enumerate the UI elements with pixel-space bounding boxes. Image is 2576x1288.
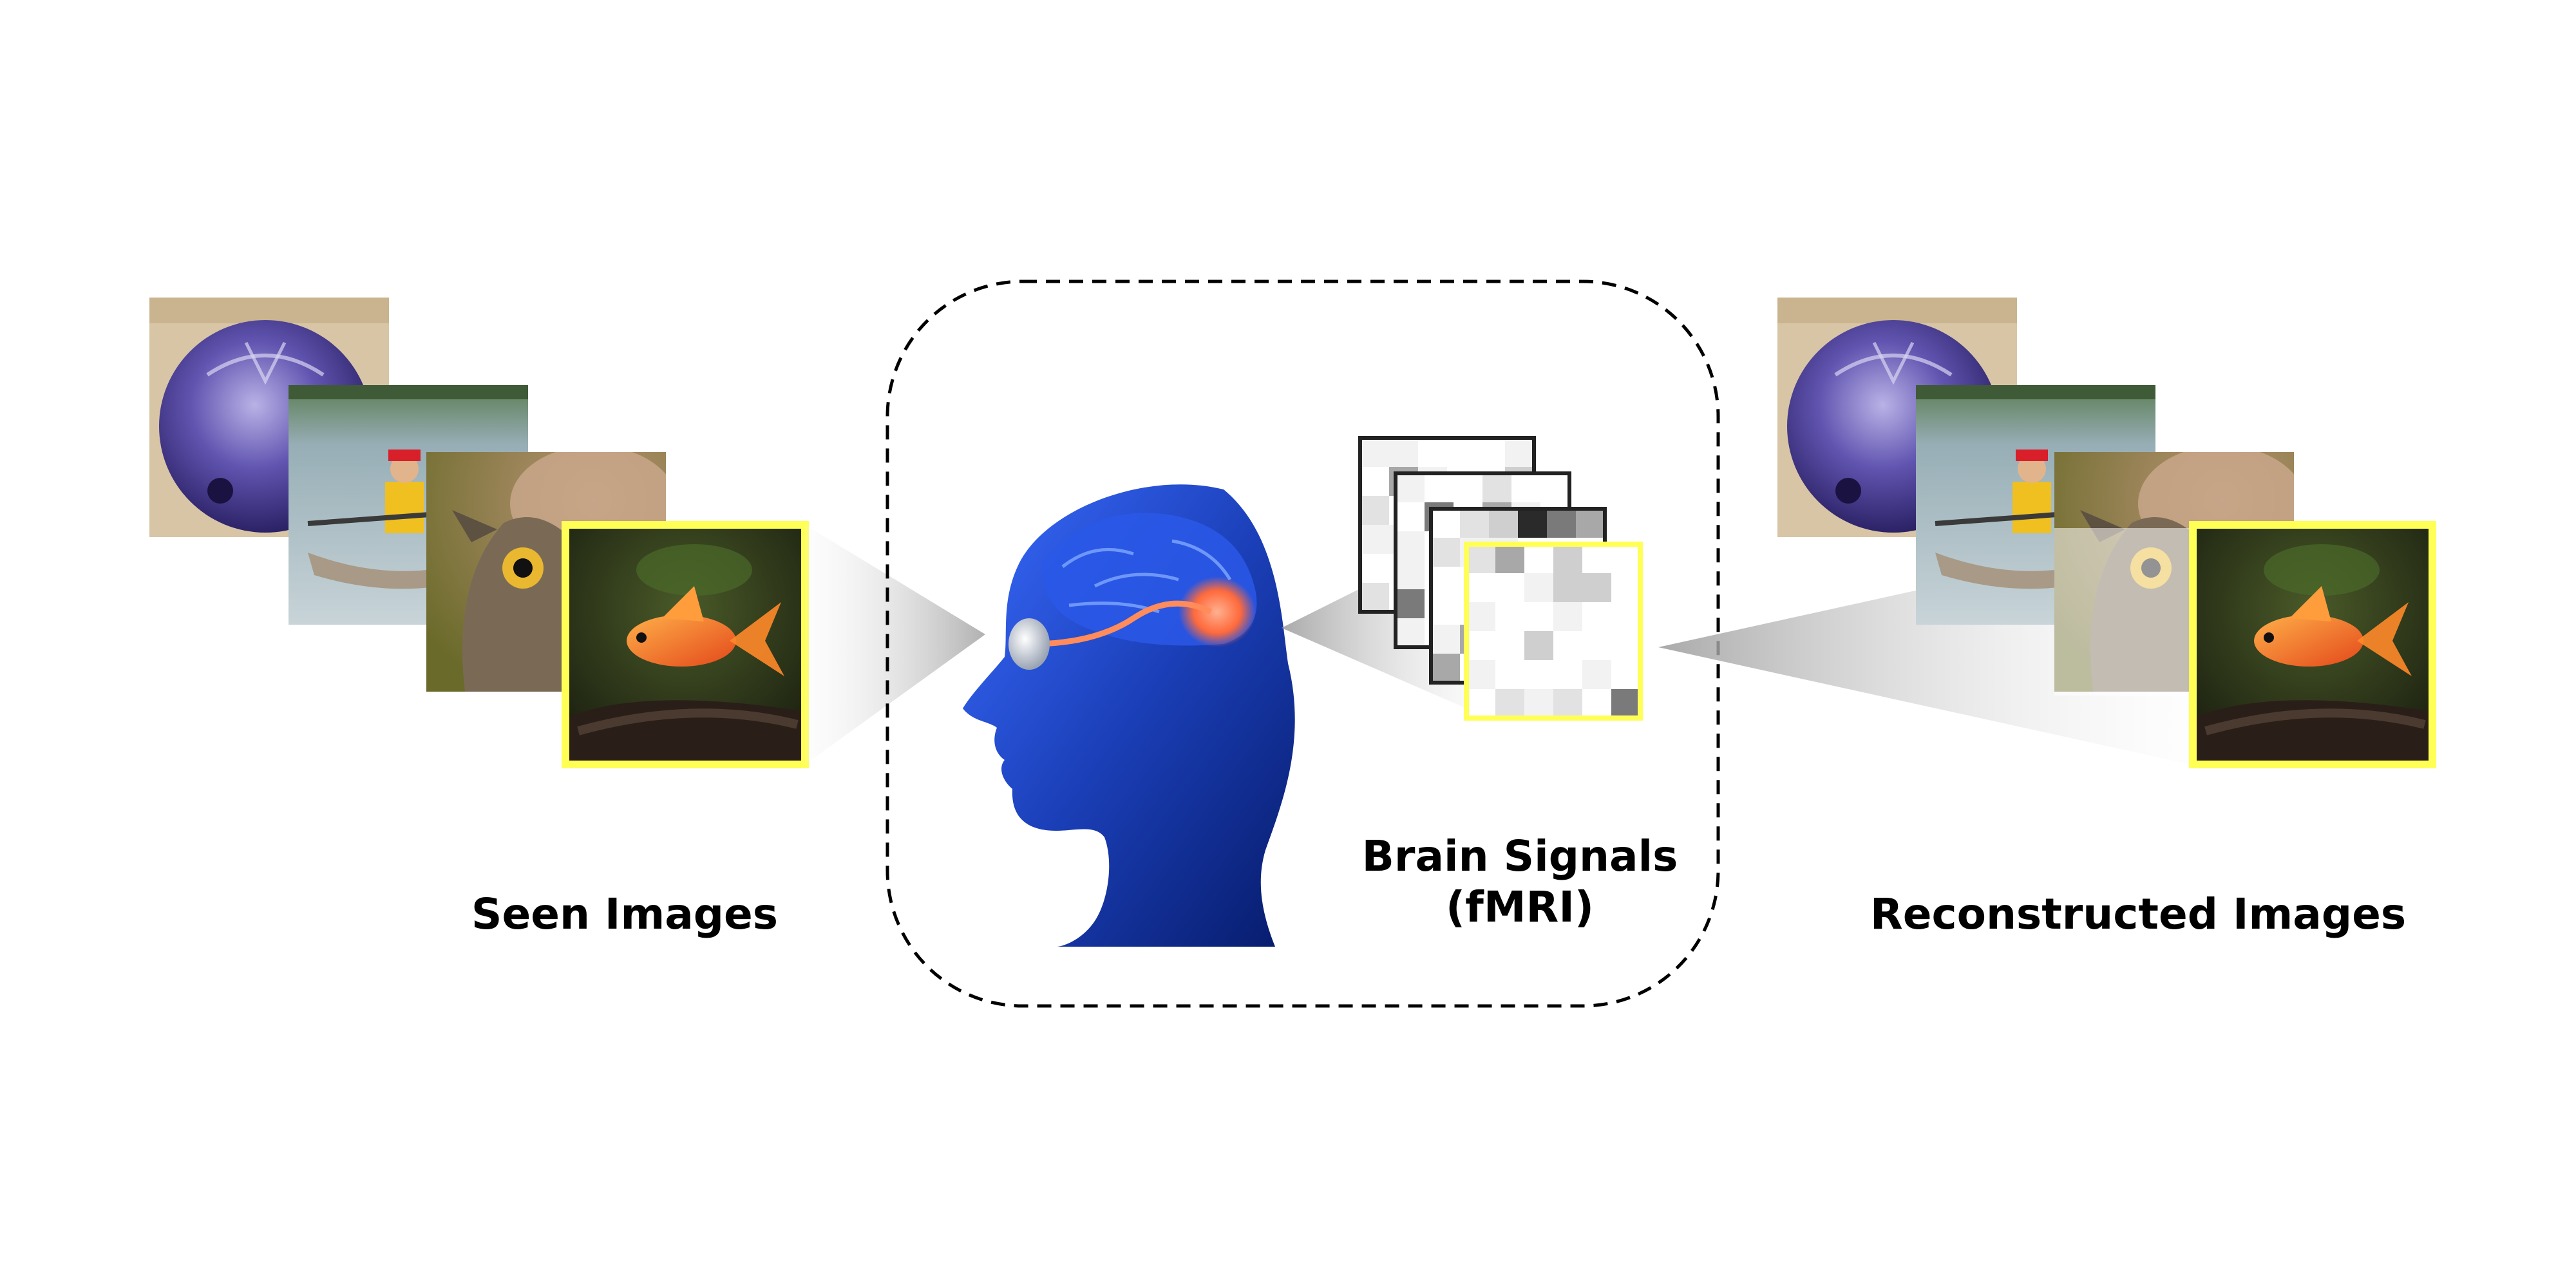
- fmri-voxel: [1495, 631, 1524, 660]
- fmri-voxel: [1389, 438, 1418, 467]
- fmri-voxel: [1611, 544, 1640, 573]
- fmri-voxel: [1495, 689, 1524, 718]
- fmri-voxel: [1431, 654, 1460, 683]
- fmri-voxel: [1511, 473, 1540, 502]
- fmri-voxel: [1553, 573, 1582, 602]
- fmri-voxel: [1582, 544, 1611, 573]
- fmri-voxel: [1360, 496, 1389, 525]
- eye-icon: [1009, 618, 1050, 670]
- reconstructed-image-goldfish-highlighted: [2189, 521, 2436, 768]
- fmri-voxel: [1431, 538, 1460, 567]
- fmri-voxel: [1553, 689, 1582, 718]
- fmri-voxel: [1418, 438, 1447, 467]
- fmri-voxel: [1582, 631, 1611, 660]
- fmri-voxel: [1582, 573, 1611, 602]
- fmri-voxel: [1505, 438, 1534, 467]
- fmri-voxel: [1396, 473, 1425, 502]
- brain-signals-label-line2: (fMRI): [1445, 882, 1595, 933]
- fmri-voxel: [1431, 596, 1460, 625]
- fmri-voxel: [1540, 473, 1569, 502]
- highlight-border: [2189, 521, 2436, 768]
- fmri-voxel: [1396, 531, 1425, 560]
- fmri-voxel: [1396, 502, 1425, 531]
- fmri-voxel: [1396, 618, 1425, 647]
- fmri-voxel: [1466, 544, 1495, 573]
- fmri-voxel: [1524, 544, 1553, 573]
- fmri-voxel: [1524, 689, 1553, 718]
- brain-signals-label: Brain Signals (fMRI): [1327, 831, 1713, 933]
- fmri-voxel: [1524, 573, 1553, 602]
- brain-signals-label-line1: Brain Signals: [1361, 831, 1678, 881]
- fmri-voxel: [1576, 509, 1605, 538]
- fmri-voxel: [1460, 509, 1489, 538]
- fmri-voxel: [1582, 689, 1611, 718]
- fmri-voxel: [1454, 473, 1482, 502]
- reconstructed-images-label: Reconstructed Images: [1870, 889, 2407, 939]
- seen-image-goldfish-highlighted: [562, 521, 809, 768]
- seen-images-stack: [149, 298, 809, 768]
- fmri-voxel: [1360, 467, 1389, 496]
- fmri-voxel: [1582, 660, 1611, 689]
- fmri-voxel: [1495, 573, 1524, 602]
- fmri-voxel: [1360, 525, 1389, 554]
- seen-images-label: Seen Images: [471, 889, 779, 939]
- fmri-voxel: [1396, 589, 1425, 618]
- fmri-voxel: [1489, 509, 1518, 538]
- fmri-voxel: [1431, 509, 1460, 538]
- fmri-voxel: [1466, 689, 1495, 718]
- fmri-voxel: [1495, 660, 1524, 689]
- visual-cortex-glow: [1179, 576, 1256, 647]
- fmri-voxel: [1495, 602, 1524, 631]
- fmri-voxel: [1431, 625, 1460, 654]
- fmri-voxel: [1582, 602, 1611, 631]
- fmri-voxel: [1482, 473, 1511, 502]
- fmri-frame: [1464, 542, 1643, 721]
- fmri-voxel: [1360, 554, 1389, 583]
- fmri-voxel: [1495, 544, 1524, 573]
- fmri-voxel: [1518, 509, 1547, 538]
- fmri-voxel: [1425, 473, 1454, 502]
- reconstructed-images-stack: [1777, 298, 2436, 768]
- fmri-voxel: [1524, 660, 1553, 689]
- fmri-voxel: [1553, 660, 1582, 689]
- fmri-voxel: [1447, 438, 1476, 467]
- fmri-voxel: [1611, 602, 1640, 631]
- fmri-voxel: [1611, 631, 1640, 660]
- fmri-voxel: [1431, 567, 1460, 596]
- fmri-voxel: [1524, 631, 1553, 660]
- fmri-voxel: [1547, 509, 1576, 538]
- fmri-voxel: [1611, 573, 1640, 602]
- fmri-voxel: [1360, 438, 1389, 467]
- fmri-voxel: [1466, 573, 1495, 602]
- fmri-voxel: [1466, 660, 1495, 689]
- fmri-voxel: [1396, 560, 1425, 589]
- fmri-voxel: [1360, 583, 1389, 612]
- fmri-signal-frames: [1358, 436, 1643, 721]
- fmri-voxel: [1553, 631, 1582, 660]
- fmri-voxel: [1524, 602, 1553, 631]
- fmri-voxel: [1466, 631, 1495, 660]
- fmri-voxel: [1553, 544, 1582, 573]
- projection-beam-to-eye: [805, 525, 985, 764]
- fmri-voxel: [1476, 438, 1505, 467]
- fmri-voxel: [1466, 602, 1495, 631]
- fmri-voxel: [1553, 602, 1582, 631]
- fmri-voxel: [1611, 660, 1640, 689]
- human-head-icon: [963, 484, 1295, 947]
- fmri-voxel: [1611, 689, 1640, 718]
